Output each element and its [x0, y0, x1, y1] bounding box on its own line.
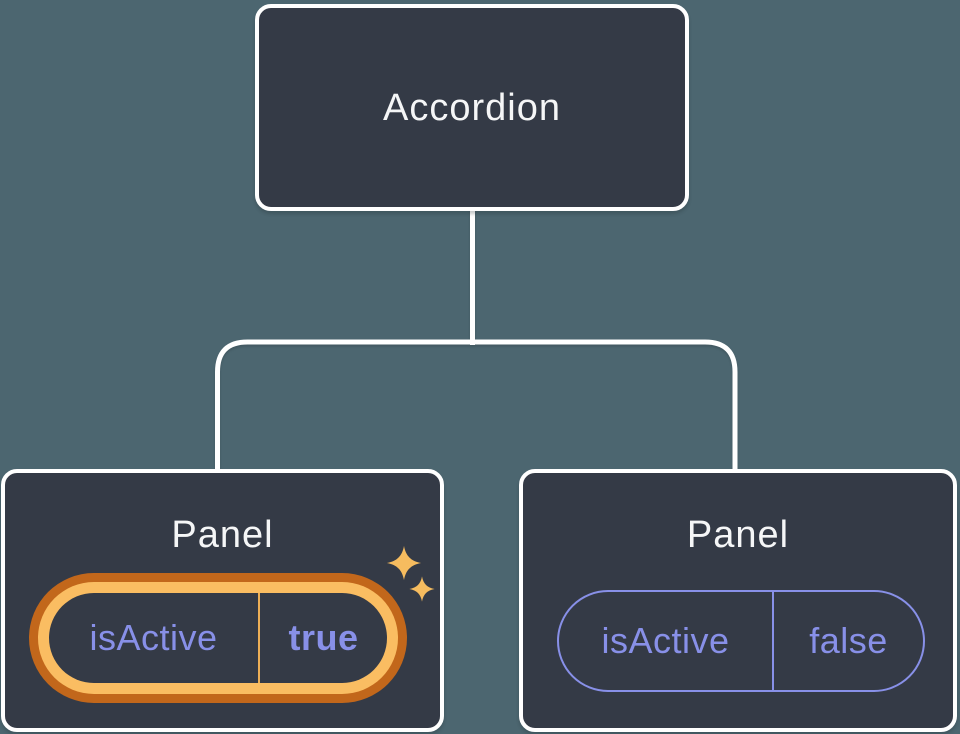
state-value: true	[288, 617, 359, 658]
panel-node-active: Panel isActive true	[1, 469, 444, 732]
state-prop-label: isActive	[89, 617, 218, 658]
connector-branch	[215, 339, 738, 470]
state-pill-active: isActive true	[29, 573, 407, 703]
sparkle-icon	[386, 545, 422, 581]
panel-title: Panel	[686, 514, 790, 556]
state-pill-active-ring: isActive true	[38, 582, 398, 694]
panel-node-inactive: Panel isActive false	[519, 469, 957, 732]
state-pill-inactive: isActive false	[557, 590, 925, 692]
pill-divider	[772, 592, 774, 690]
accordion-label: Accordion	[383, 86, 561, 129]
state-value: false	[809, 620, 888, 661]
state-pill-active-body: isActive true	[49, 593, 387, 683]
panel-title: Panel	[171, 514, 274, 556]
accordion-node: Accordion	[255, 4, 689, 211]
pill-divider	[258, 593, 260, 683]
state-prop-label: isActive	[601, 620, 730, 661]
sparkle-icon	[409, 576, 435, 602]
